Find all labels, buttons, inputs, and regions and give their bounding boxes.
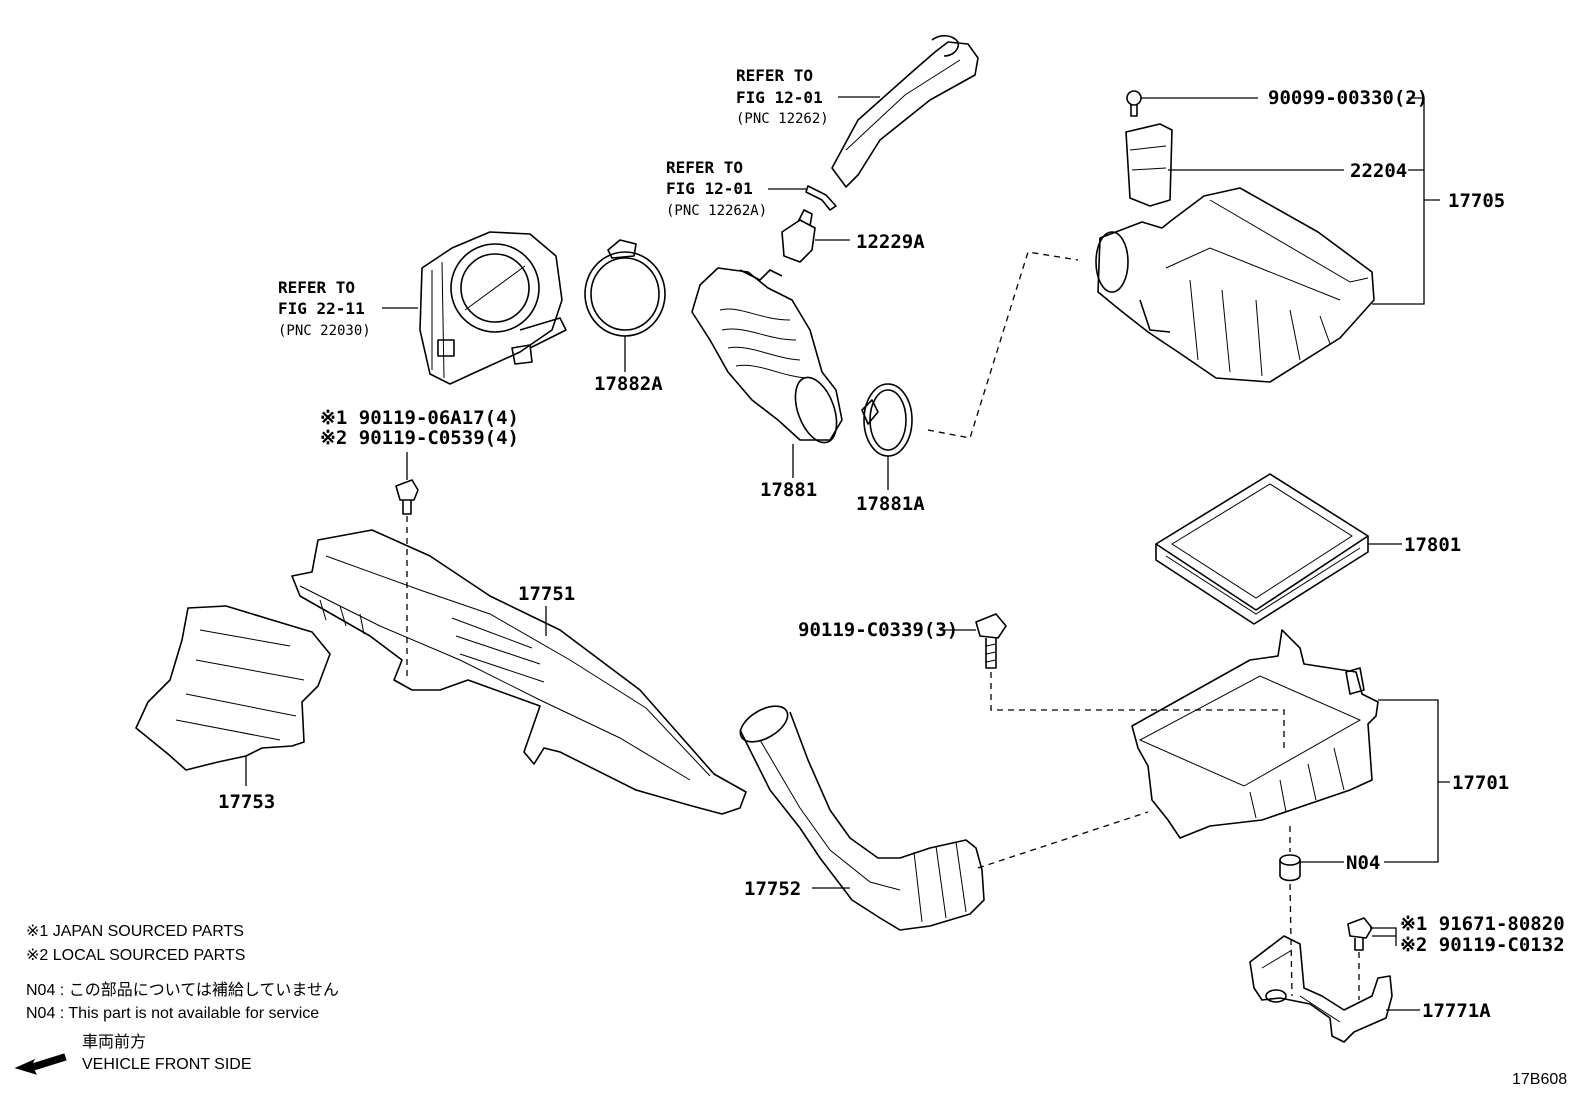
label-17881a: 17881A xyxy=(856,493,925,515)
note-japan-sourced: ※1 JAPAN SOURCED PARTS xyxy=(26,923,244,940)
clamp-17881a-drawing xyxy=(861,383,913,457)
label-17705: 17705 xyxy=(1448,190,1505,212)
filter-17801-drawing xyxy=(1155,473,1369,625)
bracket-17705 xyxy=(1372,97,1440,305)
dashed-c0339 xyxy=(990,672,1285,748)
bracket-17771a-drawing xyxy=(1249,935,1393,1043)
screw-90099-drawing xyxy=(1126,90,1142,117)
clamp-17882a-drawing xyxy=(584,239,666,337)
ref-12262a-line2: FIG 12-01 xyxy=(666,179,753,198)
grommet-n04-drawing xyxy=(1279,854,1301,882)
ref-12262a-line1: REFER TO xyxy=(666,158,743,177)
label-17882a: 17882A xyxy=(594,373,663,395)
sensor-22204-drawing xyxy=(1125,123,1173,207)
bracket-17701 xyxy=(1378,699,1450,863)
bolt-b-drawing xyxy=(1347,917,1373,951)
note-n04-en: N04 : This part is not available for ser… xyxy=(26,1005,319,1022)
label-17801: 17801 xyxy=(1404,534,1461,556)
clip-drawing xyxy=(805,185,837,211)
vehicle-front-arrow-icon xyxy=(14,1053,67,1075)
ref-12262-line2: FIG 12-01 xyxy=(736,88,823,107)
label-17753: 17753 xyxy=(218,791,275,813)
label-17771a: 17771A xyxy=(1422,1000,1491,1022)
label-22204: 22204 xyxy=(1350,160,1407,182)
ref-22030-line3: (PNC 22030) xyxy=(278,323,371,339)
bolt-c0339-drawing xyxy=(975,613,1007,669)
label-90119-c0339: 90119-C0339(3) xyxy=(798,619,958,641)
label-17881: 17881 xyxy=(760,479,817,501)
note-n04-jp: N04 : この部品については補給していません xyxy=(26,981,339,999)
label-bolt-a-1: ※1 90119-06A17(4) xyxy=(320,407,519,429)
inlet-duct-17751-drawing xyxy=(291,529,747,815)
label-90099-00330: 90099-00330(2) xyxy=(1268,87,1428,109)
ref-22030-line2: FIG 22-11 xyxy=(278,299,365,318)
vehicle-front-jp: 車両前方 xyxy=(82,1033,146,1051)
leader-bolt-b xyxy=(1370,927,1397,946)
note-local-sourced: ※2 LOCAL SOURCED PARTS xyxy=(26,947,245,964)
ref-12262a-line3: (PNC 12262A) xyxy=(666,203,767,219)
shield-17753-drawing xyxy=(135,605,331,771)
connector-12229a-drawing xyxy=(781,209,816,263)
label-bolt-a-2: ※2 90119-C0539(4) xyxy=(320,427,519,449)
hose-17881-drawing xyxy=(691,267,843,444)
label-17701: 17701 xyxy=(1452,772,1509,794)
label-bolt-b-2: ※2 90119-C0132 xyxy=(1400,934,1565,956)
vehicle-front-en: VEHICLE FRONT SIDE xyxy=(82,1056,252,1073)
label-bolt-b-1: ※1 91671-80820 xyxy=(1400,913,1565,935)
label-17752: 17752 xyxy=(744,878,801,900)
label-17751: 17751 xyxy=(518,583,575,605)
figure-id: 17B608 xyxy=(1512,1071,1567,1088)
ref-12262-line3: (PNC 12262) xyxy=(736,111,829,127)
throttle-body-drawing xyxy=(419,231,567,385)
duct-17752-drawing xyxy=(739,705,985,931)
ref-12262-line1: REFER TO xyxy=(736,66,813,85)
dashed-connection-hose-cleaner xyxy=(927,251,1079,439)
air-cleaner-case-drawing xyxy=(1131,629,1379,839)
label-n04: N04 xyxy=(1346,852,1380,874)
bolt-a-drawing xyxy=(395,479,419,515)
dashed-duct-case xyxy=(977,811,1149,869)
intake-hose-drawing xyxy=(831,34,979,188)
ref-22030-line1: REFER TO xyxy=(278,278,355,297)
label-12229a: 12229A xyxy=(856,231,925,253)
air-cleaner-cap-drawing xyxy=(1095,187,1375,383)
